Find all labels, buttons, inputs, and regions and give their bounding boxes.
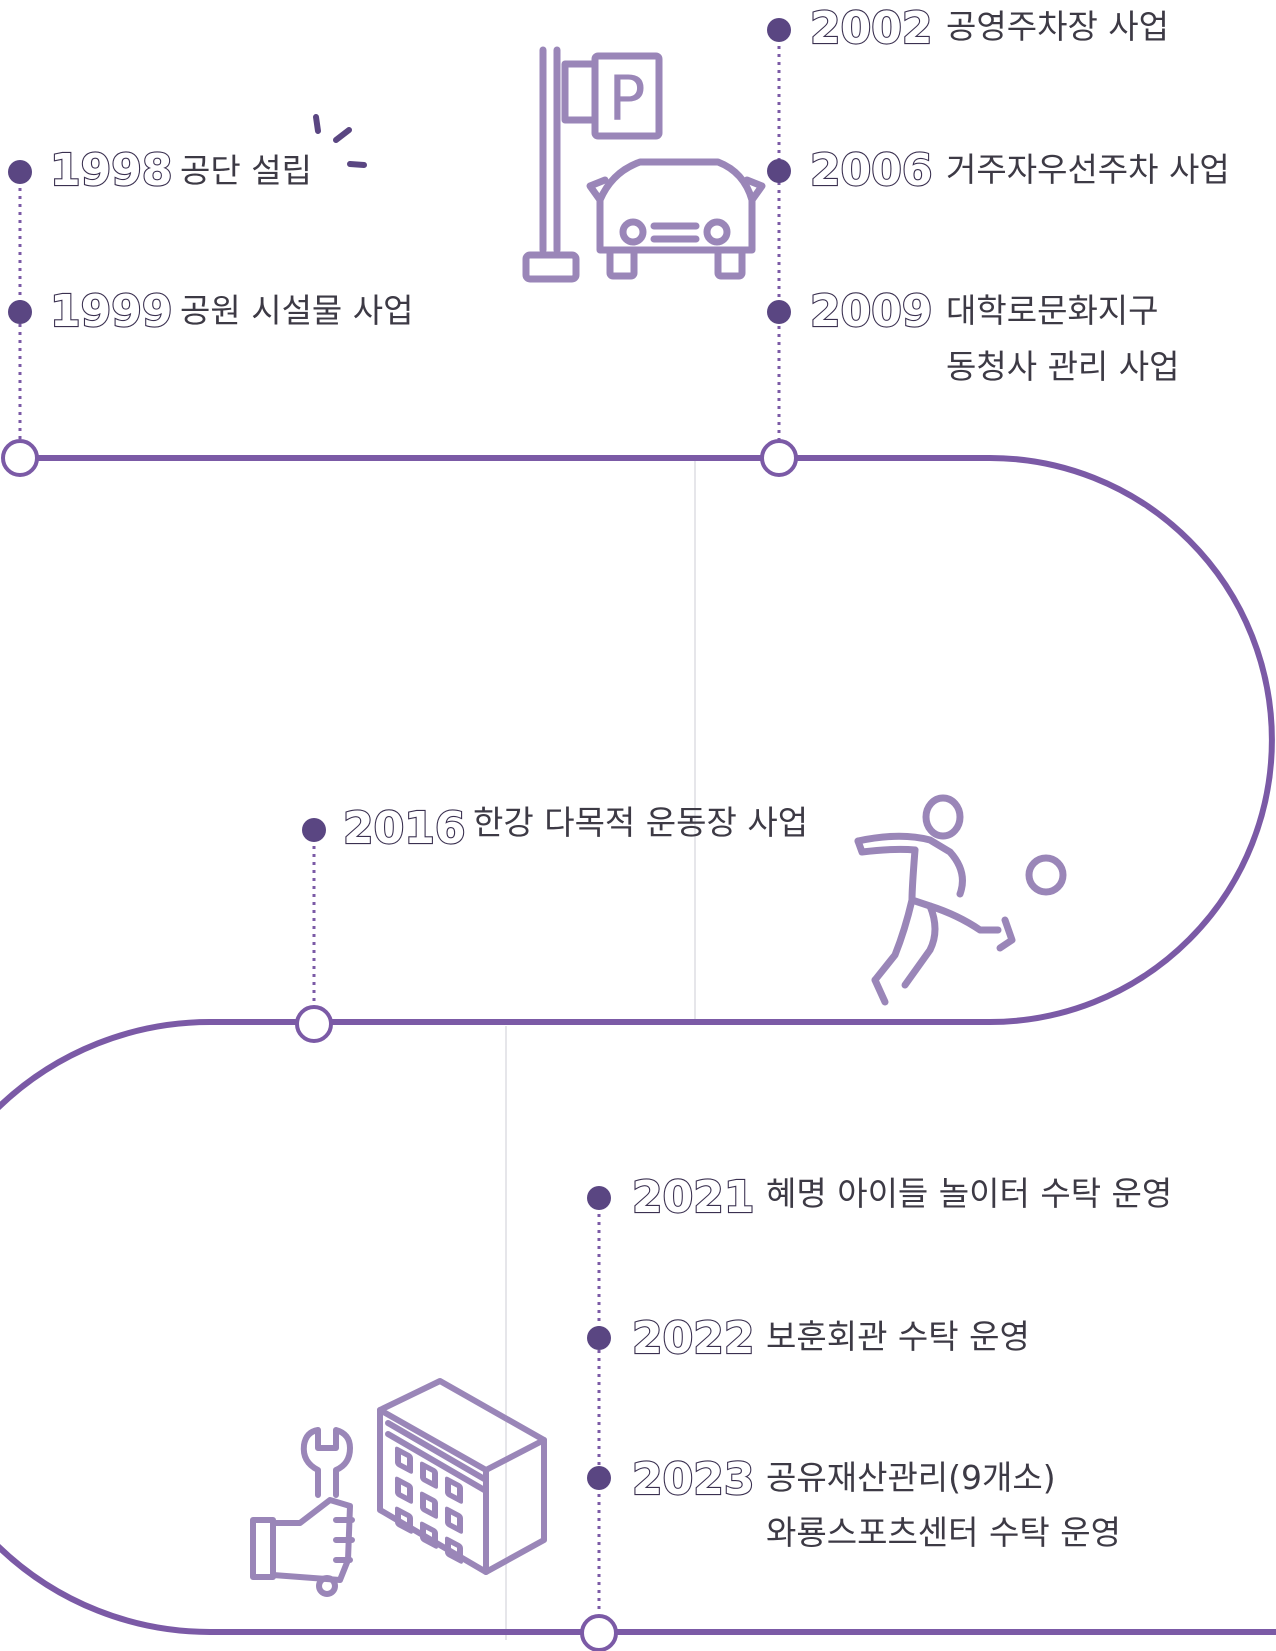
desc-2022: 보훈회관 수탁 운영	[766, 1317, 1030, 1356]
milestone-dot-2002	[767, 18, 791, 42]
desc-2016: 한강 다목적 운동장 사업	[473, 803, 808, 842]
desc-1998: 공단 설립	[180, 151, 312, 190]
milestone-dot-2021	[587, 1186, 611, 1210]
milestone-dot-1999	[8, 300, 32, 324]
desc-2023-line2: 와룡스포츠센터 수탁 운영	[766, 1513, 1121, 1552]
year-2016: 2016	[343, 803, 465, 854]
parking-sign-letter: P	[608, 62, 645, 135]
year-2002: 2002	[810, 3, 932, 54]
desc-2006: 거주자우선주차 사업	[946, 150, 1230, 189]
year-2021: 2021	[632, 1172, 754, 1223]
year-2009: 2009	[810, 286, 932, 337]
year-1998: 1998	[50, 145, 172, 196]
parking-car-icon: P	[522, 46, 766, 283]
year-2023: 2023	[632, 1454, 754, 1505]
milestone-dot-2006	[767, 159, 791, 183]
year-1999: 1999	[50, 286, 172, 337]
milestone-dot-2022	[587, 1326, 611, 1350]
track-node	[295, 1005, 333, 1043]
desc-2002: 공영주차장 사업	[946, 7, 1169, 46]
desc-1999: 공원 시설물 사업	[180, 291, 414, 330]
year-2022: 2022	[632, 1313, 754, 1364]
track-node	[760, 439, 798, 477]
soccer-player-icon	[854, 794, 1067, 1006]
milestone-dot-2016	[302, 818, 326, 842]
track-node	[1, 439, 39, 477]
milestone-dot-2023	[587, 1466, 611, 1490]
desc-2023-line1: 공유재산관리(9개소)	[766, 1458, 1056, 1497]
sparkle-icon	[313, 114, 367, 168]
desc-2021: 혜명 아이들 놀이터 수탁 운영	[766, 1174, 1172, 1213]
milestone-dot-2009	[767, 300, 791, 324]
timeline-track	[0, 455, 1276, 1635]
track-node	[580, 1614, 618, 1651]
desc-2009-line2: 동청사 관리 사업	[946, 347, 1180, 386]
milestone-dot-1998	[8, 160, 32, 184]
desc-2009-line1: 대학로문화지구	[946, 291, 1159, 330]
year-2006: 2006	[810, 145, 932, 196]
building-maintenance-icon	[250, 1378, 547, 1597]
